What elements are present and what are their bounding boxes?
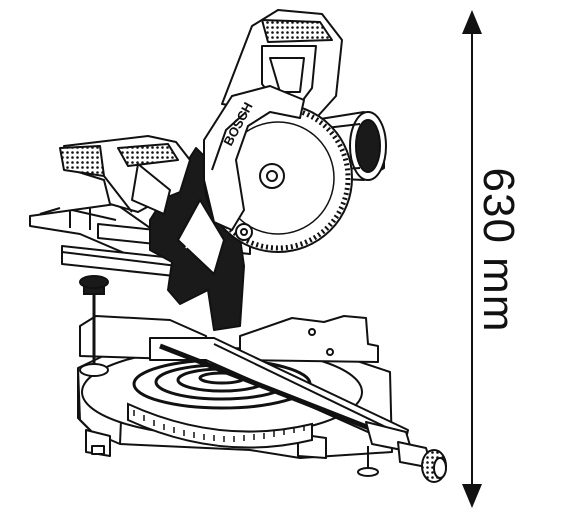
- depth-stop-knob[interactable]: [79, 275, 109, 377]
- miter-scale: [127, 402, 313, 449]
- bevel-lock-knob[interactable]: [357, 441, 447, 483]
- blade-guard: [203, 85, 305, 241]
- operating-handle[interactable]: [59, 135, 191, 215]
- dimension-value: 630 mm: [474, 167, 523, 333]
- height-dimension-arrow: [462, 10, 482, 508]
- slide-rail: [149, 337, 413, 453]
